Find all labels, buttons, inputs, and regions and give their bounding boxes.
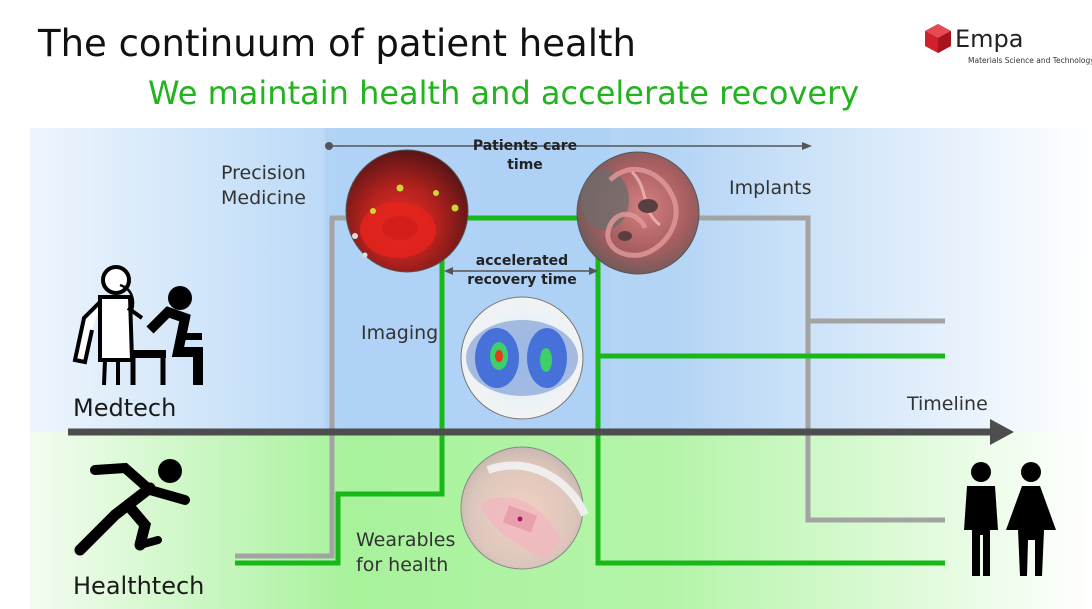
logo-name: Empa: [955, 25, 1024, 53]
page-subtitle: We maintain health and accelerate recove…: [148, 74, 860, 112]
precision-medicine-line-1: Precision: [221, 162, 306, 184]
patients-care-time-line-1: Patients care: [472, 138, 578, 154]
accelerated-recovery-line-1: accelerated: [475, 253, 569, 269]
people-icon: [964, 462, 1056, 576]
accelerated-recovery-line-2: recovery time: [467, 272, 577, 288]
patients-care-time-line-2: time: [507, 157, 543, 173]
wearable-patch-image: [460, 446, 589, 570]
recovery-arrowhead-left: [444, 267, 453, 275]
page-title: The continuum of patient health: [38, 22, 636, 65]
green-pathway: [235, 215, 945, 566]
empa-logo-icon: [925, 24, 951, 53]
recovery-arrowhead-right: [589, 267, 598, 275]
implants-label: Implants: [729, 177, 812, 199]
imaging-scan-image: [460, 296, 584, 420]
healthtech-label: Healthtech: [73, 572, 205, 600]
wearables-line-2: for health: [356, 554, 449, 576]
runner-icon: [74, 459, 190, 556]
wearables-label: Wearables for health: [356, 528, 455, 578]
accelerated-recovery-label: accelerated recovery time: [456, 252, 588, 290]
blood-cell-image: [345, 149, 469, 273]
precision-medicine-label: Precision Medicine: [221, 161, 306, 211]
medtech-label: Medtech: [73, 394, 177, 422]
timeline-label: Timeline: [907, 393, 988, 415]
doctor-patient-icon: [72, 265, 203, 386]
imaging-label: Imaging: [361, 322, 439, 344]
implant-tissue-image: [576, 151, 700, 275]
logo-tagline: Materials Science and Technology: [968, 56, 1092, 65]
precision-medicine-line-2: Medicine: [221, 187, 306, 209]
timeline-arrowhead: [990, 419, 1014, 445]
patients-care-time-label: Patients care time: [462, 137, 588, 175]
care-time-arrowhead: [802, 142, 812, 150]
wearables-line-1: Wearables: [356, 529, 456, 551]
